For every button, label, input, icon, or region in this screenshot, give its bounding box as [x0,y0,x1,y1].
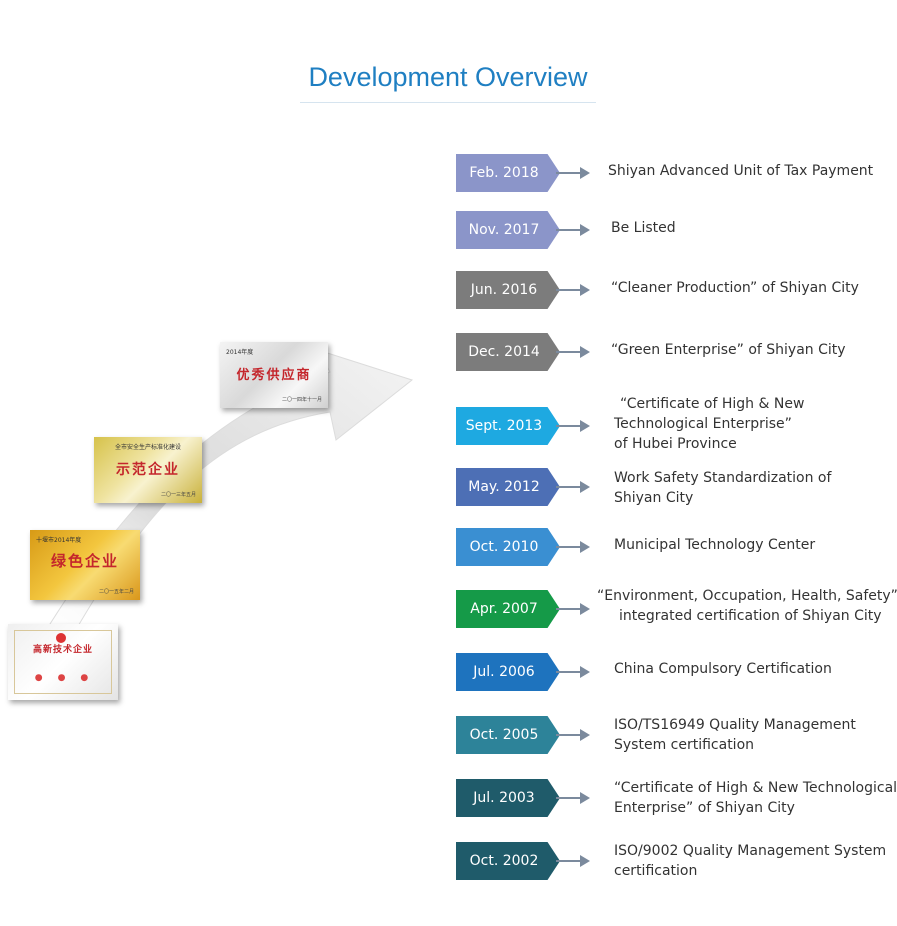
timeline-description-line: Technological Enterprise” [614,416,792,432]
timeline-description-line: ISO/TS16949 Quality Management [614,717,856,733]
arrow-right-icon [580,603,590,615]
certificate-seals: ● ● ● [34,673,92,683]
timeline-connector [556,425,586,427]
timeline-description: “Certificate of High & New Technological… [614,778,897,818]
plaque-green-enterprise: 十堰市2014年度 绿色企业 二〇一五年二月 [30,530,140,600]
timeline-description: Be Listed [611,218,676,238]
timeline-connector [556,229,586,231]
timeline-connector [556,734,586,736]
timeline-date-badge: Sept. 2013 [456,407,560,445]
timeline-description-line: Municipal Technology Center [614,537,816,553]
timeline-description: “Environment, Occupation, Health, Safety… [597,586,897,626]
timeline-date-badge: Jul. 2003 [456,779,560,817]
timeline-date-badge: Oct. 2005 [456,716,560,754]
timeline-connector [556,486,586,488]
timeline-connector [556,289,586,291]
timeline-description-line: “Certificate of High & New [620,396,805,412]
plaque-excellent-supplier: 2014年度 优秀供应商 二〇一四年十一月 [220,342,328,408]
plaque-date-text: 二〇一五年二月 [98,589,134,595]
timeline-date-badge: Dec. 2014 [456,333,560,371]
timeline-connector [556,860,586,862]
arrow-right-icon [580,346,590,358]
timeline-connector [556,797,586,799]
timeline-connector [556,351,586,353]
plaque-top-text: 十堰市2014年度 [36,537,82,544]
arrow-right-icon [580,420,590,432]
timeline-date-badge: Apr. 2007 [456,590,560,628]
timeline-description-line: Work Safety Standardization of [614,470,832,486]
timeline-description: China Compulsory Certification [614,659,832,679]
arrow-right-icon [580,481,590,493]
plaque-date-text: 二〇一三年五月 [160,492,196,498]
timeline-date-badge: Oct. 2002 [456,842,560,880]
plaque-top-text: 全市安全生产标准化建设 [114,444,181,451]
timeline-connector [556,172,586,174]
timeline-description-line: Enterprise” of Shiyan City [614,800,795,816]
plaque-top-text: 2014年度 [226,349,254,356]
timeline-description: “Cleaner Production” of Shiyan City [611,278,859,298]
timeline-description-line: Shiyan City [614,490,694,506]
timeline-description-line: “Environment, Occupation, Health, Safety… [597,588,897,604]
timeline-description-line: “Green Enterprise” of Shiyan City [611,342,846,358]
certificate-logo-icon [56,633,66,643]
page-title: Development Overview [308,62,588,92]
plaque-demonstration-enterprise: 全市安全生产标准化建设 示范企业 二〇一三年五月 [94,437,202,503]
timeline-description-line: ISO/9002 Quality Management System [614,843,887,859]
timeline-connector [556,546,586,548]
timeline-description-line: “Certificate of High & New Technological [614,780,897,796]
arrow-right-icon [580,284,590,296]
timeline-description: ISO/9002 Quality Management System certif… [614,841,886,881]
arrow-right-icon [580,792,590,804]
timeline-description-line: integrated certification of Shiyan City [619,608,882,624]
timeline-date-badge: Jun. 2016 [456,271,560,309]
arrow-right-icon [580,729,590,741]
timeline-description: “Green Enterprise” of Shiyan City [611,340,846,360]
arrow-right-icon [580,224,590,236]
timeline-connector [556,608,586,610]
timeline-date-badge: May. 2012 [456,468,560,506]
timeline-date-badge: Feb. 2018 [456,154,560,192]
growth-arrow-icon [39,349,414,641]
timeline-date-badge: Oct. 2010 [456,528,560,566]
timeline-description-line: of Hubei Province [614,436,737,452]
timeline-description-line: China Compulsory Certification [614,661,832,677]
plaque-date-text: 二〇一四年十一月 [281,397,322,403]
timeline-description-line: System certification [614,737,755,753]
timeline-date-badge: Nov. 2017 [456,211,560,249]
arrow-right-icon [580,541,590,553]
timeline-date-badge: Jul. 2006 [456,653,560,691]
title-underline [300,102,596,103]
plaque-main-text: 绿色企业 [50,552,119,570]
arrow-right-icon [580,855,590,867]
arrow-right-icon [580,666,590,678]
timeline-description-line: Shiyan Advanced Unit of Tax Payment [608,163,874,179]
timeline-connector [556,671,586,673]
timeline-description-line: Be Listed [611,220,676,236]
timeline-description-line: “Cleaner Production” of Shiyan City [611,280,859,296]
certificate-high-tech-enterprise: 高新技术企业 ● ● ● [8,624,118,700]
timeline-description: Work Safety Standardization of Shiyan Cit… [614,468,831,508]
timeline-description: Municipal Technology Center [614,535,815,555]
timeline-description: Shiyan Advanced Unit of Tax Payment [608,161,873,181]
arrow-right-icon [580,167,590,179]
certificate-main-text: 高新技术企业 [32,645,93,655]
certificate-frame [14,630,112,694]
timeline-description-line: certification [614,863,698,879]
plaque-main-text: 示范企业 [116,462,180,478]
plaque-main-text: 优秀供应商 [236,368,312,383]
